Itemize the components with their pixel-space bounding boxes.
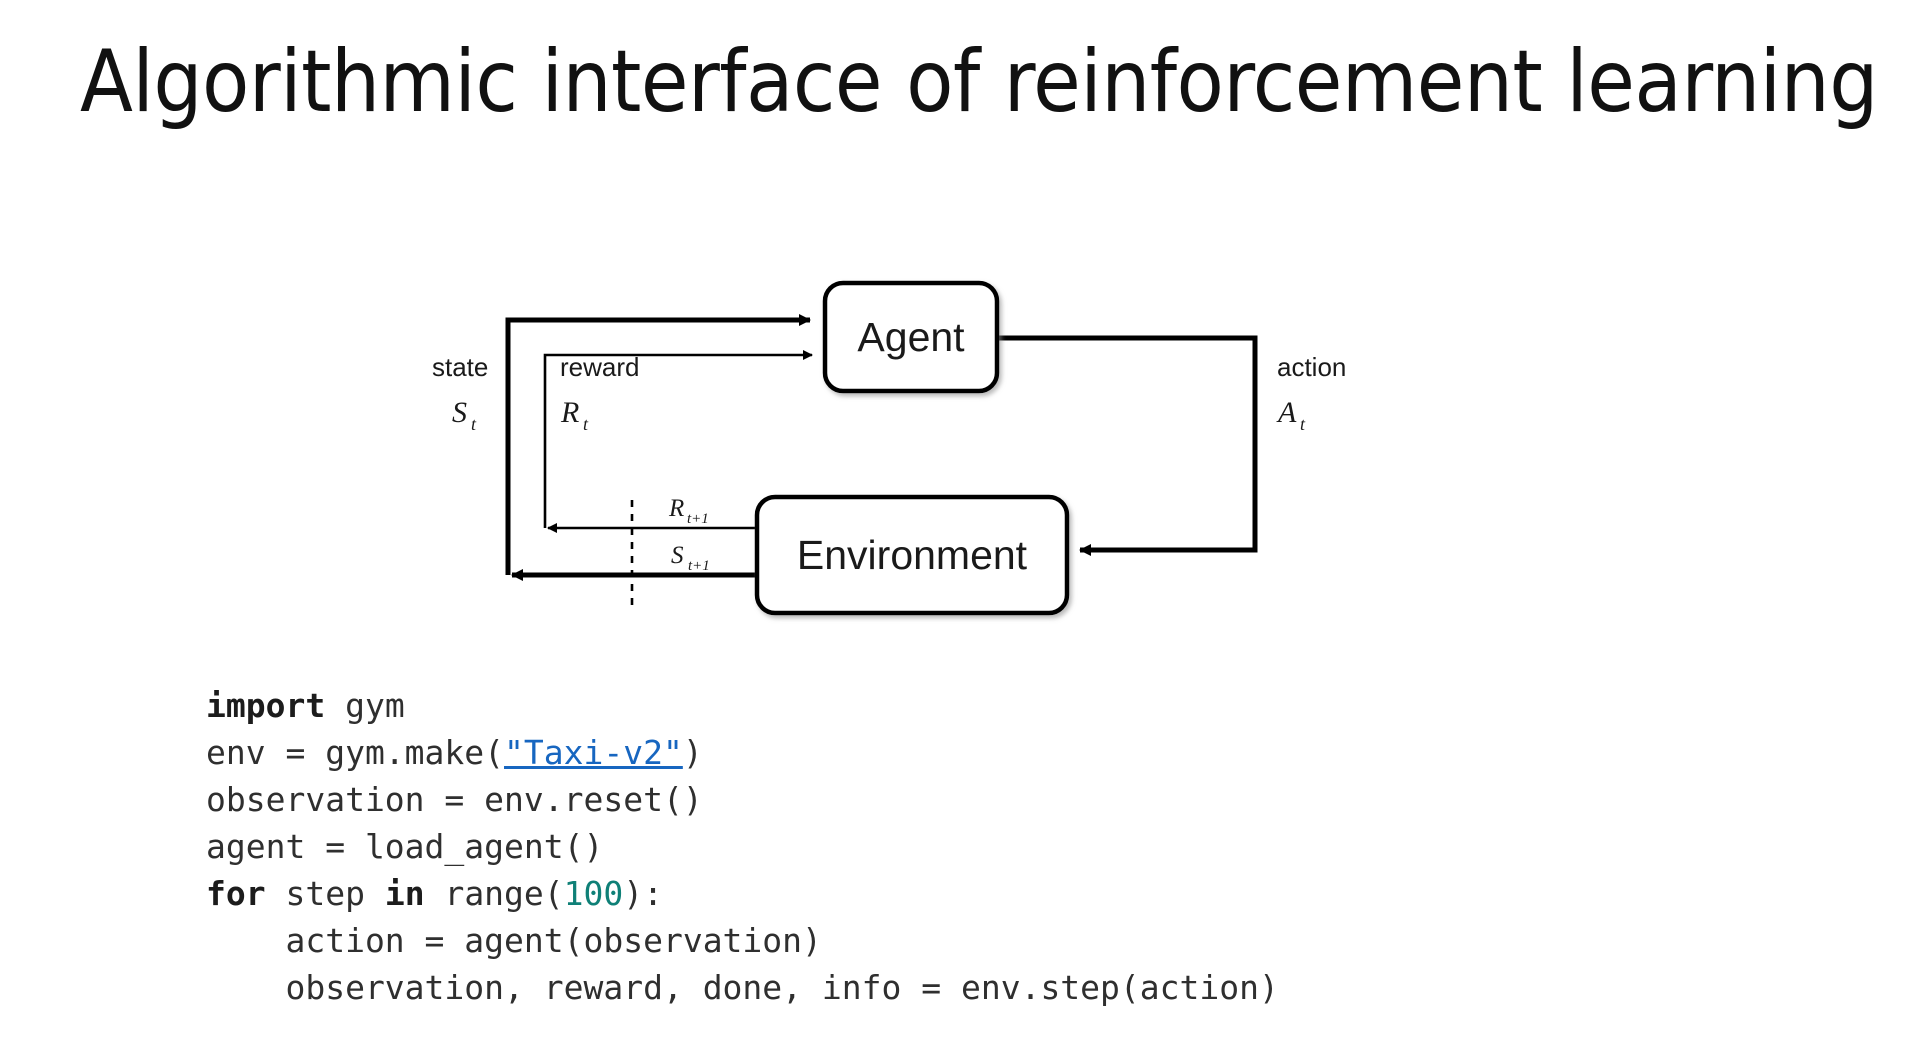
code-text: action = agent(observation)	[206, 921, 822, 960]
reward-label-symbol: R	[560, 396, 579, 429]
action-edge	[997, 335, 1258, 556]
reward-label-word: reward	[560, 352, 639, 382]
code-keyword: import	[206, 686, 326, 725]
state-label-symbol-subscript: t	[471, 414, 477, 434]
code-text: )	[682, 733, 703, 772]
reward-edge	[543, 350, 813, 528]
code-keyword: for	[206, 874, 266, 913]
code-text: observation, reward, done, info = env.st…	[206, 968, 1279, 1007]
environment-node-label: Environment	[797, 532, 1028, 578]
code-line: for step in range(100):	[206, 870, 1279, 917]
agent-node-label: Agent	[857, 314, 965, 360]
code-line: agent = load_agent()	[206, 823, 1279, 870]
action-label-word: action	[1277, 352, 1346, 382]
state-label-word: state	[432, 352, 488, 382]
next-state-label-symbol: S	[671, 542, 684, 569]
code-text: observation = env.reset()	[206, 780, 703, 819]
state-label-symbol: S	[452, 396, 467, 429]
code-line: env = gym.make("Taxi-v2")	[206, 729, 1279, 776]
code-keyword: in	[384, 874, 425, 913]
code-number: 100	[563, 874, 624, 913]
code-text: env = gym.make(	[206, 733, 505, 772]
code-line: import gym	[206, 682, 1279, 729]
code-text: range(	[424, 874, 564, 913]
page-title: Algorithmic interface of reinforcement l…	[80, 32, 1878, 132]
code-line: action = agent(observation)	[206, 917, 1279, 964]
code-text: step	[265, 874, 385, 913]
action-label-symbol-subscript: t	[1300, 414, 1306, 434]
next-reward-label-subscript: t+1	[687, 511, 709, 527]
next-reward-label-symbol: R	[668, 495, 684, 522]
code-line: observation, reward, done, info = env.st…	[206, 964, 1279, 1011]
agent-environment-diagram: Agent Environment state S t reward R t a…	[380, 250, 1346, 650]
environment-node	[754, 494, 1070, 616]
agent-node	[822, 280, 1000, 394]
code-text: agent = load_agent()	[206, 827, 604, 866]
next-state-label-subscript: t+1	[688, 558, 710, 574]
action-label-symbol: A	[1276, 396, 1297, 429]
state-edge	[505, 314, 811, 575]
reward-label-symbol-subscript: t	[583, 414, 589, 434]
code-text: gym	[325, 686, 405, 725]
code-line: observation = env.reset()	[206, 776, 1279, 823]
code-text: ):	[623, 874, 664, 913]
env-id-link[interactable]: "Taxi-v2"	[504, 733, 683, 772]
